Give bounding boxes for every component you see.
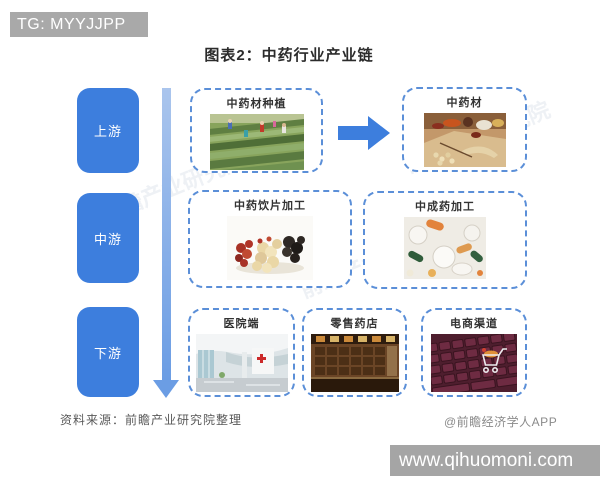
flow-arrow-down-bar bbox=[162, 88, 171, 380]
node-herb-material-label: 中药材 bbox=[446, 97, 483, 109]
node-slice-processing-label: 中药饮片加工 bbox=[234, 200, 306, 212]
stage-midstream-label: 中游 bbox=[93, 231, 122, 247]
hospital-lobby-photo bbox=[195, 334, 288, 392]
node-patent-medicine-processing-label: 中成药加工 bbox=[415, 201, 475, 213]
node-ecommerce-channel: 电商渠道 bbox=[421, 308, 527, 397]
page-title: 图表2：中药行业产业链 bbox=[204, 47, 374, 64]
node-retail-pharmacy-label: 零售药店 bbox=[330, 318, 379, 330]
source-note: 资料来源：前瞻产业研究院整理 bbox=[60, 413, 243, 427]
pharmacy-cabinets-photo bbox=[310, 334, 399, 392]
node-patent-medicine-processing: 中成药加工 bbox=[363, 191, 527, 289]
node-ecommerce-channel-label: 电商渠道 bbox=[450, 318, 498, 330]
flow-arrow-right bbox=[338, 114, 390, 152]
node-hospital-channel-label: 医院端 bbox=[223, 318, 260, 330]
tg-tag: TG: MYYJJPP bbox=[10, 12, 148, 37]
node-herb-material: 中药材 bbox=[402, 87, 527, 172]
credit-note: @前瞻经济学人APP bbox=[444, 415, 558, 429]
stage-upstream-label: 上游 bbox=[93, 124, 122, 139]
node-slice-processing: 中药饮片加工 bbox=[188, 190, 352, 288]
herbs-table-photo bbox=[423, 113, 506, 167]
flow-arrow-down-head bbox=[153, 380, 179, 398]
pills-capsules-photo bbox=[404, 217, 486, 279]
farm-field-photo bbox=[197, 114, 317, 180]
node-hospital-channel: 医院端 bbox=[188, 308, 295, 397]
stage-midstream: 中游 bbox=[77, 193, 139, 283]
stage-upstream: 上游 bbox=[77, 88, 139, 173]
stage-downstream-label: 下游 bbox=[93, 345, 122, 361]
node-retail-pharmacy: 零售药店 bbox=[302, 308, 407, 397]
stage-downstream: 下游 bbox=[77, 307, 139, 397]
website-bar: www.qihuomoni.com bbox=[390, 445, 600, 476]
shopping-cart-keyboard-photo bbox=[425, 331, 522, 397]
node-herb-planting-label: 中药材种植 bbox=[226, 98, 287, 110]
node-herb-planting: 中药材种植 bbox=[190, 88, 323, 180]
herb-slices-photo bbox=[227, 216, 313, 280]
